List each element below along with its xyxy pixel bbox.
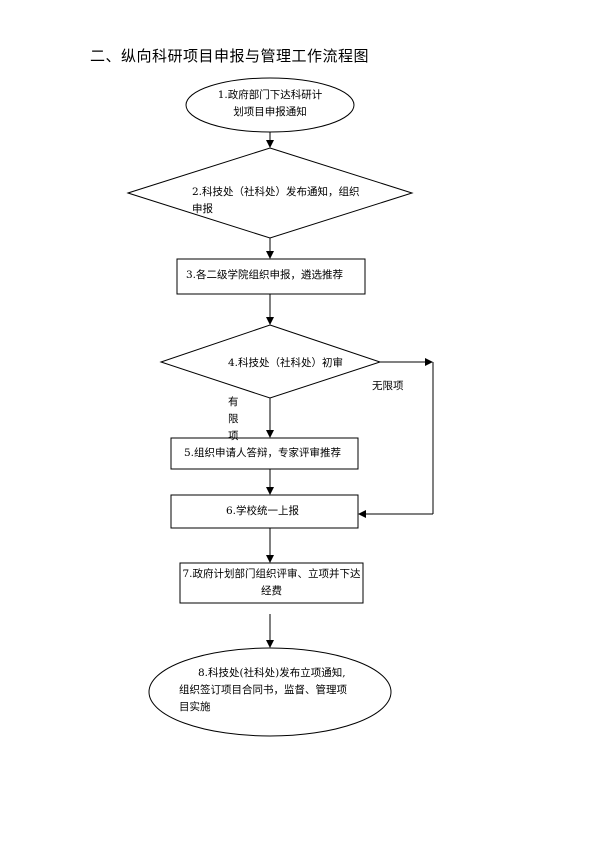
step8-line1: 8.科技处(社科处)发布立项通知, [198,667,346,679]
branch-limited-char3: 项 [228,430,239,442]
branch-unlimited-label: 无限项 [372,380,404,392]
step4-text: 4.科技处（社科处）初审 [228,357,344,369]
step8-line2: 组织签订项目合同书，监督、管理项 [179,684,347,696]
step2-text: 2.科技处（社科处）发布通知，组织 申报 [192,184,360,218]
branch-limited-char1: 有 [228,396,239,408]
step5-box [170,437,359,470]
step3-box [176,258,366,295]
step3-text: 3.各二级学院组织申报，遴选推荐 [186,269,344,281]
step2-line1: 2.科技处（社科处）发布通知，组织 [192,186,360,198]
step7-box [179,562,364,604]
step2-line2: 申报 [192,203,213,215]
step8-line3: 目实施 [179,701,211,713]
step6-text: 6.学校统一上报 [226,505,300,517]
step7-text: 7.政府计划部门组织评审、立项并下达 经费 [180,566,363,600]
branch-limited-label: 有 限 项 [228,394,239,445]
step8-text: 8.科技处(社科处)发布立项通知, 组织签订项目合同书，监督、管理项 目实施 [179,665,347,716]
step8-ellipse [148,647,392,737]
step1-line1: 1.政府部门下达科研计 [217,89,323,101]
branch-limited-char2: 限 [228,413,239,425]
step1-text: 1.政府部门下达科研计 划项目申报通知 [200,87,340,121]
page-title: 二、纵向科研项目申报与管理工作流程图 [90,47,370,65]
step7-line1: 7.政府计划部门组织评审、立项并下达 [182,568,361,580]
step7-line2: 经费 [261,585,282,597]
step5-text: 5.组织申请人答辩，专家评审推荐 [184,447,342,459]
step1-line2: 划项目申报通知 [233,106,307,118]
